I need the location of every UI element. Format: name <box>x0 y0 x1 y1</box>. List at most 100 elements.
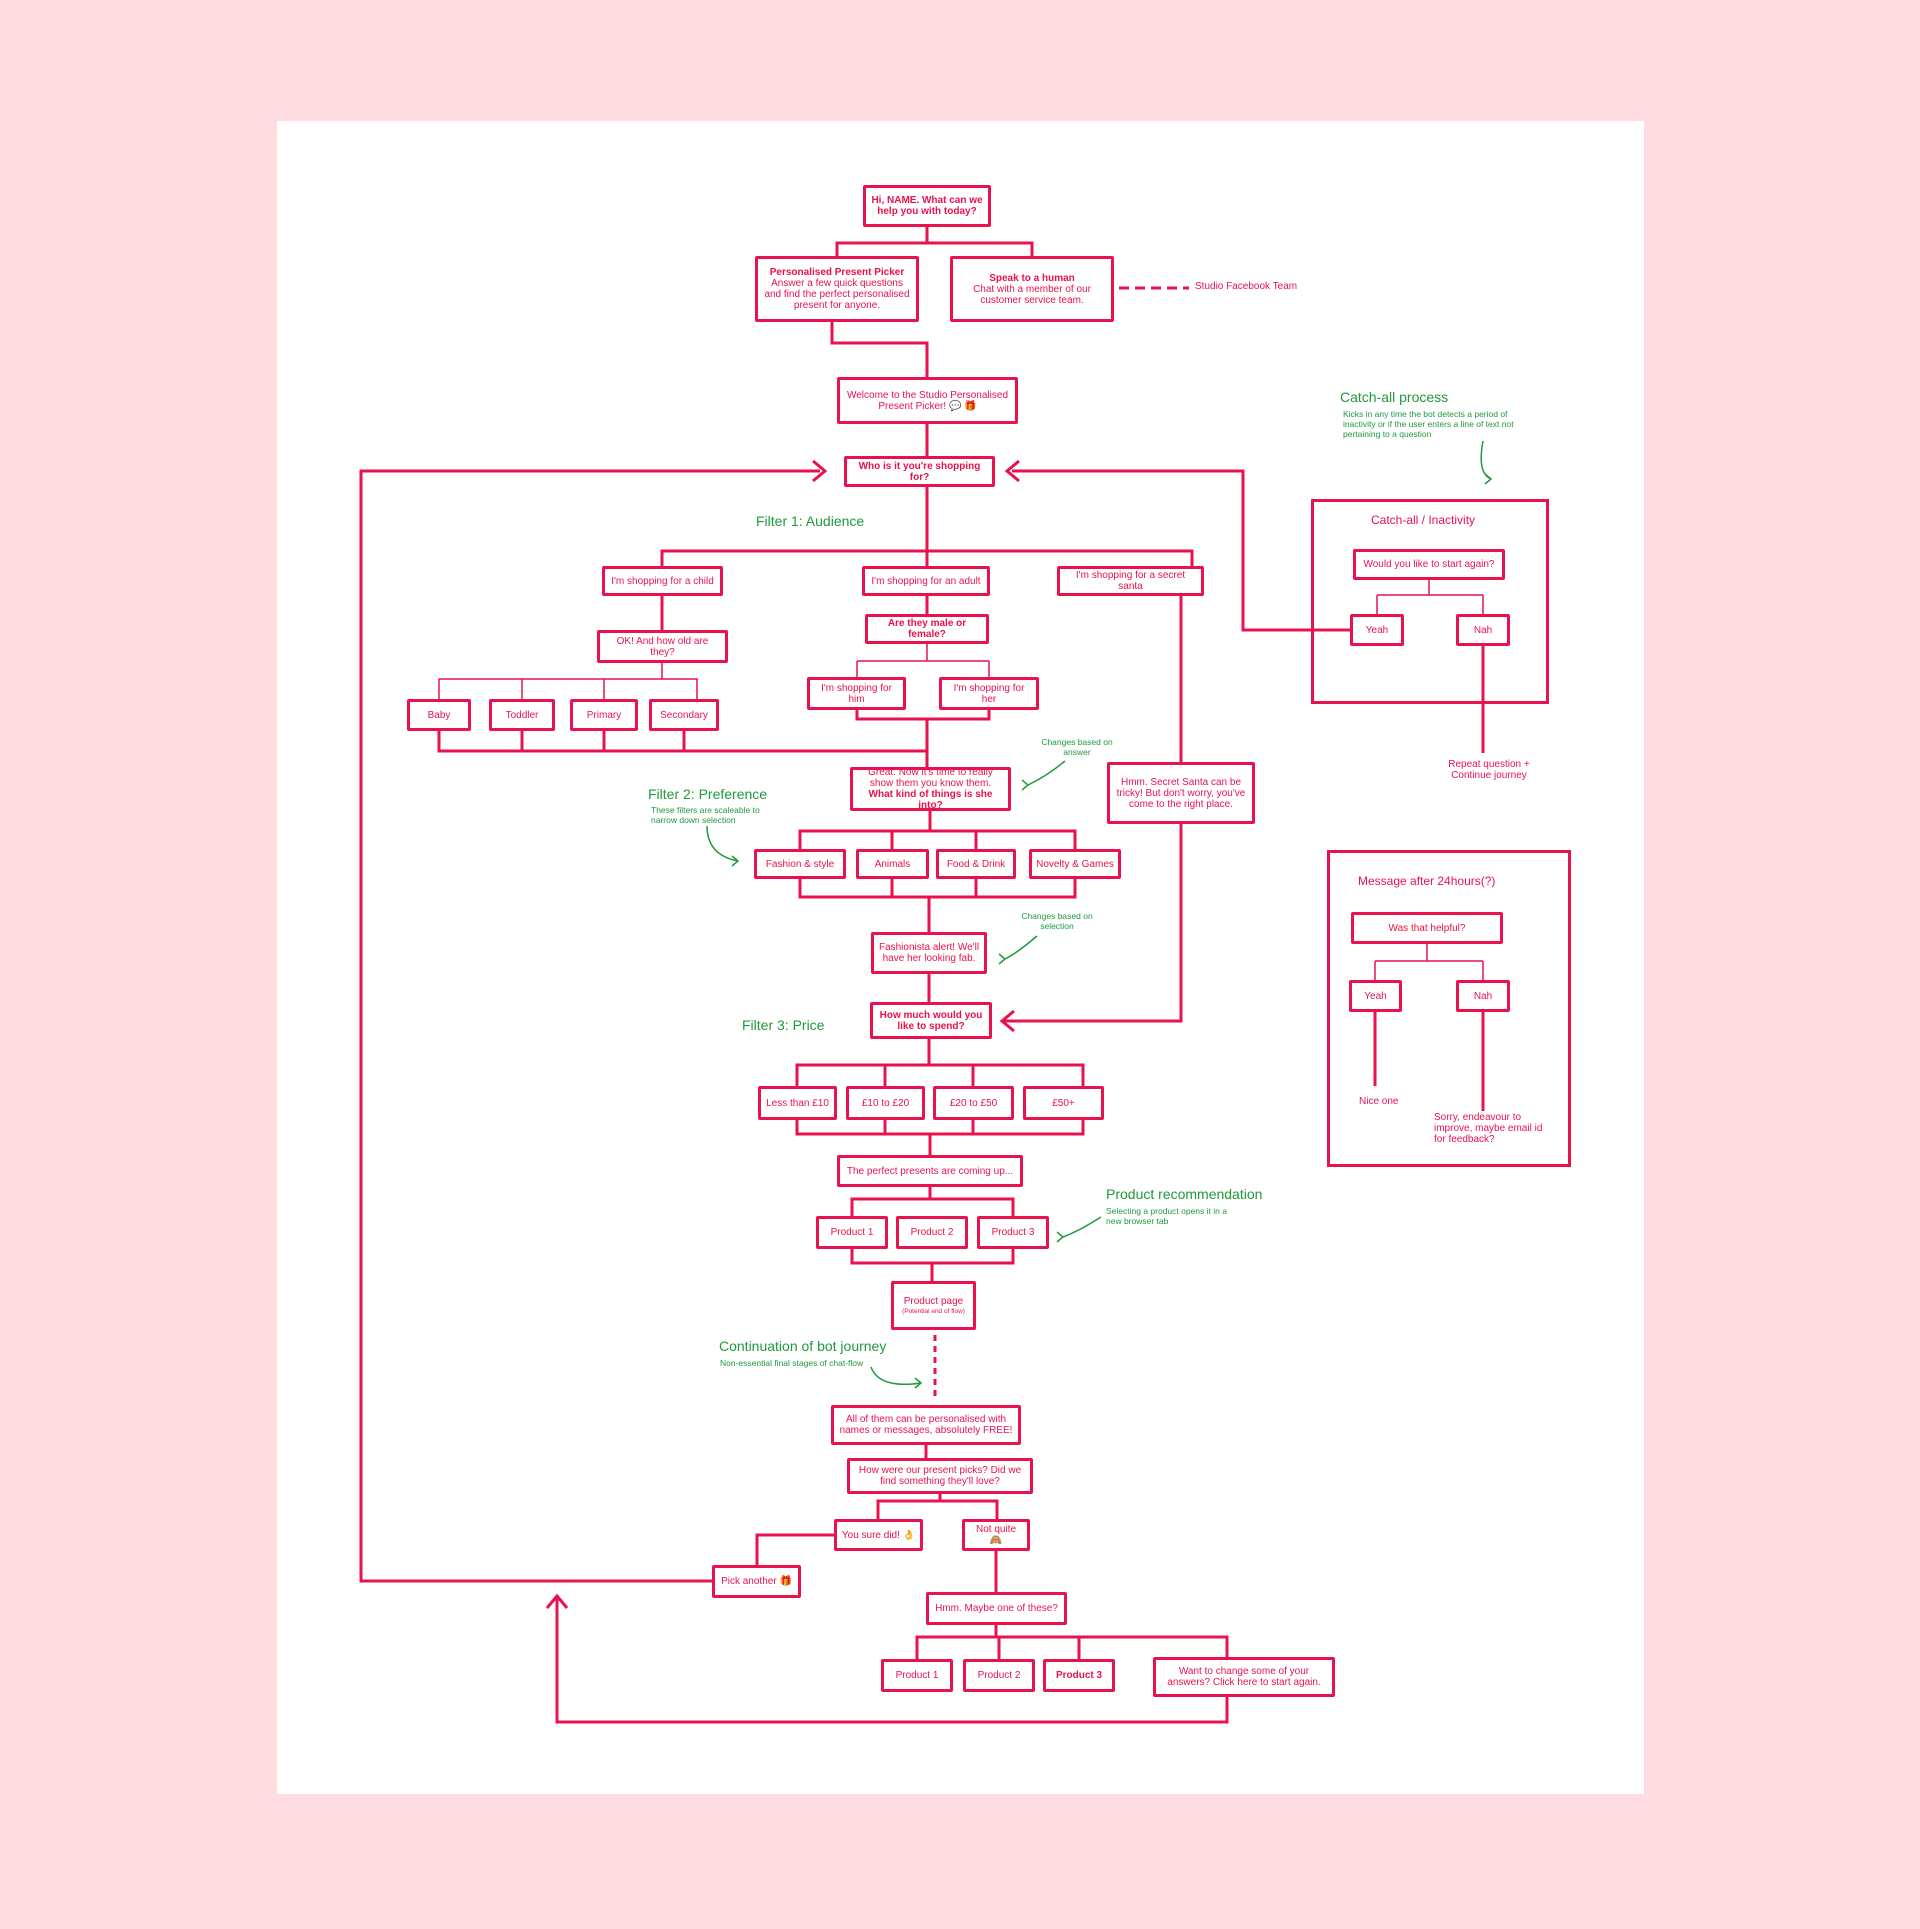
filter1-label: Filter 1: Audience <box>756 513 865 529</box>
arrow-catchall-note-head <box>1484 473 1493 485</box>
arrow-product-rec-head <box>1056 1231 1065 1243</box>
link-greeting-picker <box>835 227 929 256</box>
node-male-female: Are they male or female? <box>865 614 989 644</box>
changes-selection-note: Changes based on selection <box>1021 911 1093 931</box>
message24-sorry: Sorry, endeavour to improve, maybe email… <box>1434 1112 1543 1145</box>
arrow-continuation-head <box>914 1377 923 1389</box>
filter3-label: Filter 3: Price <box>742 1017 825 1033</box>
node-fashion: Fashion & style <box>754 849 846 879</box>
arrow-changes-answer-head <box>1021 779 1030 791</box>
message24-nah: Nah <box>1456 980 1510 1012</box>
node-food: Food & Drink <box>936 849 1016 879</box>
node-pick-another: Pick another 🎁 <box>712 1565 801 1598</box>
arrow-filter2-note <box>706 825 739 862</box>
node-change-answers: Want to change some of your answers? Cli… <box>1153 1657 1335 1697</box>
catchall-question: Would you like to start again? <box>1353 549 1505 580</box>
link-suredid-pickanother <box>755 1533 834 1565</box>
node-price-2: £10 to £20 <box>846 1086 925 1120</box>
link-hmm-howmuch <box>1002 824 1183 1023</box>
message24-title: Message after 24hours(?) <box>1358 874 1496 888</box>
node-present-picker: Personalised Present Picker Answer a few… <box>755 256 919 322</box>
node-price-4: £50+ <box>1023 1086 1104 1120</box>
node-baby: Baby <box>407 699 471 731</box>
node-personalised: All of them can be personalised with nam… <box>831 1405 1021 1445</box>
catchall-process-note: Kicks in any time the bot detects a peri… <box>1343 409 1514 439</box>
changes-answer-note: Changes based on answer <box>1041 737 1113 757</box>
node-maybe: Hmm. Maybe one of these? <box>926 1592 1067 1625</box>
message24-yeah: Yeah <box>1349 980 1402 1012</box>
node-animals: Animals <box>856 849 929 879</box>
node-how-were: How were our present picks? Did we find … <box>847 1458 1033 1494</box>
node-welcome: Welcome to the Studio Personalised Prese… <box>837 377 1018 424</box>
node-her: I'm shopping for her <box>939 677 1039 710</box>
node-secondary: Secondary <box>649 699 719 731</box>
node-great: Great. Now it's time to really show them… <box>850 767 1011 811</box>
node-product-3: Product 3 <box>977 1216 1049 1249</box>
arrow-who-right <box>1004 459 1020 483</box>
filter2-label: Filter 2: Preference <box>648 786 768 802</box>
link-price-bar <box>795 1063 1085 1086</box>
picker-desc: Answer a few quick questions and find th… <box>764 278 910 311</box>
node-toddler: Toddler <box>489 699 555 731</box>
arrow-continuation <box>870 1366 922 1385</box>
node-fashionista: Fashionista alert! We'll have her lookin… <box>871 932 987 974</box>
product-rec-label: Product recommendation <box>1106 1186 1263 1202</box>
node-novelty: Novelty & Games <box>1029 849 1121 879</box>
arrow-changes-answer <box>1027 760 1066 786</box>
link-maybe-bar <box>915 1635 1229 1659</box>
link-price-merge <box>795 1120 1085 1136</box>
filter2-note: These filters are scaleable to narrow do… <box>651 805 760 825</box>
node-him: I'm shopping for him <box>807 677 906 710</box>
node-secret-santa: I'm shopping for a secret santa <box>1057 566 1204 596</box>
link-ages-merge <box>437 731 927 753</box>
link-product-bar <box>850 1197 1015 1216</box>
studio-facebook-team: Studio Facebook Team <box>1195 281 1298 292</box>
arrow-catchall-note <box>1480 440 1492 480</box>
node-not-quite: Not quite 🙈 <box>962 1519 1030 1551</box>
link-greeting-human <box>927 241 1034 256</box>
arrow-who-left <box>812 459 828 483</box>
node-product-2: Product 2 <box>896 1216 968 1249</box>
catchall-repeat: Repeat question + Continue journey <box>1448 759 1530 781</box>
node-price-1: Less than £10 <box>758 1086 837 1120</box>
diagram-sheet: Hi, NAME. What can we help you with toda… <box>277 121 1644 1794</box>
link-picker-welcome <box>830 322 929 377</box>
link-change-loop <box>555 1596 1229 1724</box>
arrow-product-rec <box>1062 1216 1102 1238</box>
node-price-3: £20 to £50 <box>933 1086 1014 1120</box>
node-hmm-santa: Hmm. Secret Santa can be tricky! But don… <box>1107 762 1255 824</box>
link-answer-bar <box>876 1499 999 1519</box>
catchall-title: Catch-all / Inactivity <box>1371 513 1476 527</box>
connector-layer <box>359 227 1493 1724</box>
product-rec-note: Selecting a product opens it in a new br… <box>1106 1206 1227 1226</box>
link-age-bar <box>439 678 698 699</box>
node-primary: Primary <box>570 699 638 731</box>
node-greeting: Hi, NAME. What can we help you with toda… <box>863 185 991 227</box>
catchall-nah: Nah <box>1456 614 1510 646</box>
node-b-product-2: Product 2 <box>963 1659 1035 1692</box>
arrow-filter2-note-head <box>731 855 740 867</box>
node-speak-human: Speak to a human Chat with a member of o… <box>950 256 1114 322</box>
human-title: Speak to a human <box>989 272 1075 284</box>
link-catchall-who <box>1012 469 1350 632</box>
node-sure-did: You sure did! 👌 <box>834 1519 923 1551</box>
node-child: I'm shopping for a child <box>602 566 723 596</box>
link-product-merge <box>850 1249 1015 1265</box>
node-perfect: The perfect presents are coming up... <box>837 1155 1023 1187</box>
arrow-changes-selection-head <box>998 953 1007 965</box>
human-desc: Chat with a member of our customer servi… <box>973 283 1091 306</box>
arrow-howmuch <box>999 1009 1015 1033</box>
node-how-much: How much would you like to spend? <box>870 1002 992 1039</box>
message24-frame <box>1327 850 1571 1167</box>
node-who: Who is it you're shopping for? <box>844 456 995 487</box>
message24-question: Was that helpful? <box>1351 912 1503 944</box>
catchall-yeah: Yeah <box>1350 614 1404 646</box>
catchall-process-title: Catch-all process <box>1340 389 1449 405</box>
node-adult: I'm shopping for an adult <box>862 566 990 596</box>
link-pref-bar <box>798 829 1077 849</box>
node-how-old: OK! And how old are they? <box>597 630 728 663</box>
link-gender-merge <box>855 710 991 721</box>
message24-nice: Nice one <box>1359 1096 1399 1107</box>
node-b-product-3: Product 3 <box>1043 1659 1115 1692</box>
continuation-note: Non-essential final stages of chat-flow <box>720 1358 864 1368</box>
